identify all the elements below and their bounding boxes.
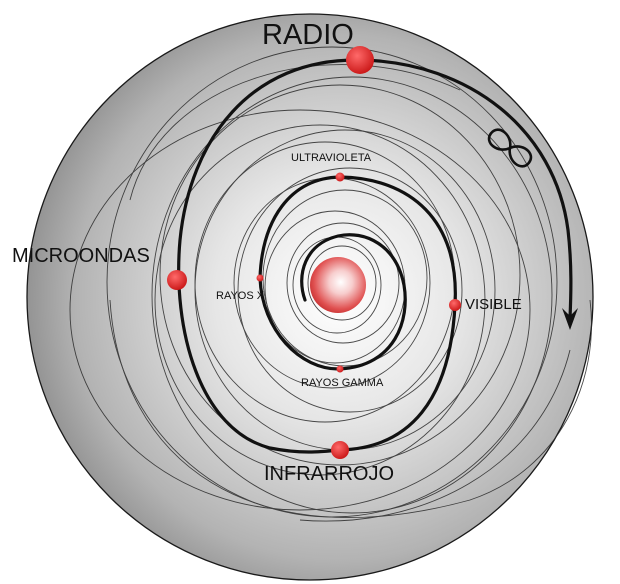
infinity-icon: [487, 128, 533, 168]
label-rayos-x: RAYOS X: [216, 290, 265, 302]
arrowhead-icon: [562, 308, 578, 330]
main-spiral-path: [177, 58, 573, 454]
label-ultravioleta: ULTRAVIOLETA: [291, 152, 372, 164]
label-radio: RADIO: [262, 19, 354, 51]
marker-ultravioleta: [335, 172, 345, 182]
label-infrarrojo: INFRARROJO: [264, 463, 394, 485]
core-sphere: [310, 257, 366, 313]
marker-rayos-x: [256, 274, 264, 282]
label-rayos-gamma: RAYOS GAMMA: [301, 377, 384, 389]
marker-infrarrojo: [331, 441, 349, 459]
label-microondas: MICROONDAS: [12, 245, 150, 267]
marker-rayos-gamma: [336, 365, 344, 373]
marker-microondas: [167, 270, 187, 290]
thin-spiral-lines: [69, 46, 592, 522]
marker-radio: [346, 46, 374, 74]
label-visible: VISIBLE: [465, 296, 522, 313]
marker-visible: [449, 299, 461, 311]
